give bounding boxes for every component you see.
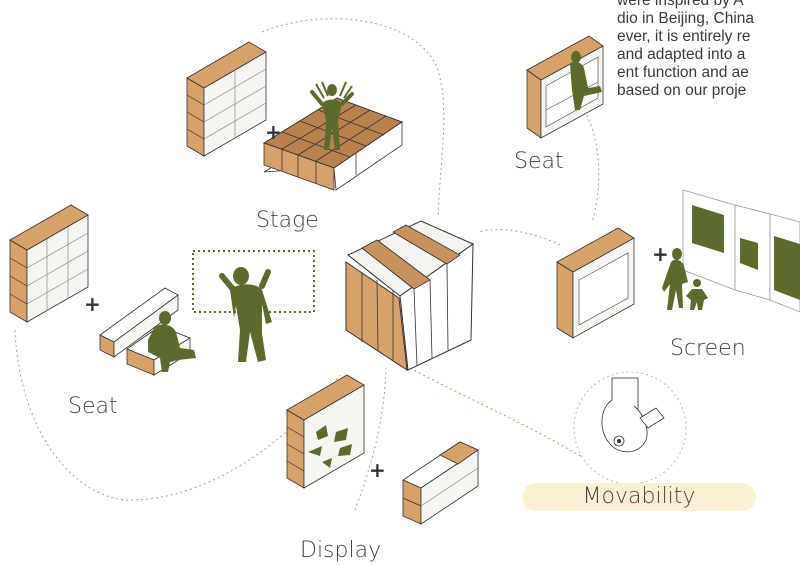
paragraph-line: based on our proje xyxy=(617,82,747,99)
wheel-detail xyxy=(573,371,687,485)
paragraph-line: and adapted into a xyxy=(617,46,746,63)
screen-panels xyxy=(682,189,800,313)
plus-sign: + xyxy=(265,120,282,144)
display-bench xyxy=(402,441,479,525)
label-seat-top: Seat xyxy=(514,149,564,174)
plus-sign: + xyxy=(84,292,101,316)
stage-bookshelf xyxy=(186,41,267,157)
description-paragraph: were inspired by A dio in Beijing, China… xyxy=(617,0,800,100)
paragraph-line: ent function and ae xyxy=(617,64,749,81)
label-display: Display xyxy=(300,538,382,563)
central-module xyxy=(345,220,475,372)
seat-left-benches xyxy=(99,287,196,376)
standing-figure xyxy=(219,267,272,362)
connector-lines xyxy=(14,18,600,511)
label-movability: Movability xyxy=(582,484,696,509)
highlight-frame xyxy=(192,250,315,313)
paragraph-line: ever, it is entirely re xyxy=(617,28,751,45)
screen-cabinet xyxy=(556,227,635,339)
connector-movability xyxy=(409,367,591,463)
plus-sign: + xyxy=(369,458,386,482)
display-cabinet xyxy=(286,374,365,489)
seat-left-bookshelf xyxy=(9,204,89,323)
screen-figures xyxy=(662,248,708,310)
label-screen: Screen xyxy=(670,336,746,361)
paragraph-line: were inspired by A xyxy=(617,0,744,9)
seat-top-cabinet xyxy=(526,35,604,139)
stage-platform xyxy=(262,81,404,191)
label-seat-left: Seat xyxy=(68,394,118,419)
plus-sign: + xyxy=(652,242,669,266)
movability-pill: Movability xyxy=(522,483,756,511)
label-stage: Stage xyxy=(256,208,319,233)
paragraph-line: dio in Beijing, China xyxy=(617,10,755,27)
